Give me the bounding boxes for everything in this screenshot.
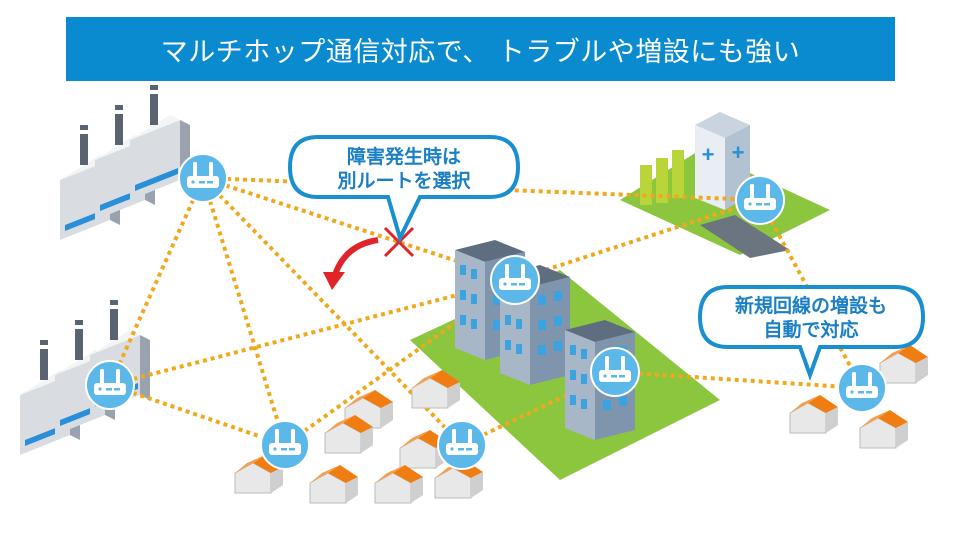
router-icon — [85, 360, 135, 410]
callout-failure: 障害発生時は 別ルートを選択 — [287, 135, 521, 244]
router-icon — [735, 175, 785, 225]
road — [700, 215, 790, 258]
callout-failure-line1: 障害発生時は — [347, 145, 461, 168]
svg-text:+: + — [732, 140, 745, 165]
callout-expansion-line2: 自動で対応 — [763, 318, 858, 341]
router-icon — [590, 347, 640, 397]
hospital: + + — [640, 112, 750, 210]
svg-text:+: + — [702, 142, 715, 167]
callout-failure-line2: 別ルートを選択 — [337, 170, 471, 192]
callout-expansion-line1: 新規回線の増設も — [735, 294, 887, 317]
page-title: マルチホップ通信対応で、 トラブルや増設にも強い — [160, 36, 801, 67]
router-icon — [260, 420, 310, 470]
reroute-arrow-icon — [323, 237, 379, 290]
router-icon — [178, 153, 228, 203]
router-icon — [837, 363, 887, 413]
router-icon — [490, 255, 540, 305]
factory-top — [60, 85, 190, 240]
callout-expansion: 新規回線の増設も 自動で対応 — [697, 285, 926, 381]
router-icon — [437, 420, 487, 470]
failure-x-icon — [383, 226, 415, 258]
title-banner: マルチホップ通信対応で、 トラブルや増設にも強い — [66, 17, 895, 81]
